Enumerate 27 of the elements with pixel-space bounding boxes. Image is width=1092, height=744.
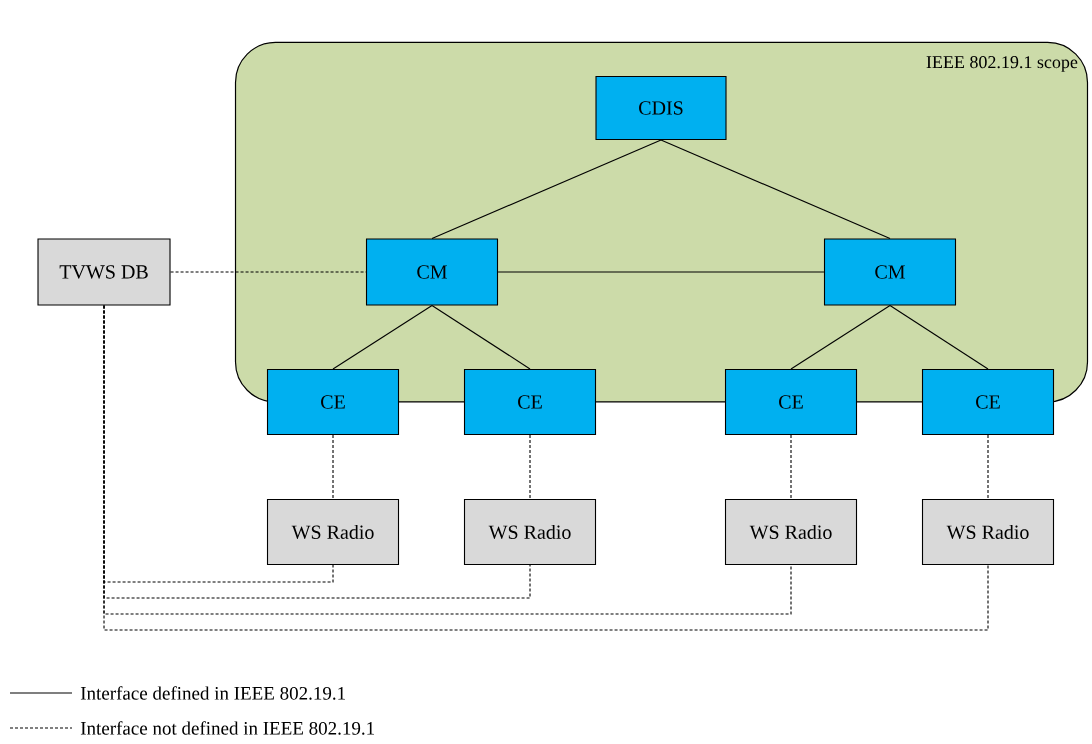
connector-line bbox=[987, 434, 989, 500]
connector-line bbox=[431, 139, 662, 239]
connector-line bbox=[660, 139, 891, 239]
cm-box: CM bbox=[365, 238, 499, 306]
cm-box: CM bbox=[823, 238, 957, 306]
connector-line bbox=[332, 305, 433, 370]
connector-line bbox=[790, 434, 792, 500]
legend-text: Interface defined in IEEE 802.19.1 bbox=[80, 686, 345, 700]
radio-box: WS Radio bbox=[463, 498, 597, 566]
ce-box: CE bbox=[463, 368, 597, 436]
database-box: TVWS DB bbox=[37, 238, 171, 306]
connector-line bbox=[889, 305, 989, 370]
connector-line bbox=[431, 305, 531, 370]
radio-box: WS Radio bbox=[266, 498, 400, 566]
legend-text: Interface not defined in IEEE 802.19.1 bbox=[80, 721, 374, 735]
connector-line bbox=[332, 434, 334, 500]
radio-box: WS Radio bbox=[921, 498, 1055, 566]
ce-box: CE bbox=[724, 368, 858, 436]
connector-line bbox=[170, 271, 367, 273]
connector-line bbox=[529, 434, 531, 500]
connector-line bbox=[103, 305, 989, 631]
ce-box: CE bbox=[266, 368, 400, 436]
radio-box: WS Radio bbox=[724, 498, 858, 566]
connector-line bbox=[790, 305, 891, 370]
ce-box: CE bbox=[921, 368, 1055, 436]
cdis-box: CDIS bbox=[595, 75, 727, 141]
connector-line bbox=[497, 271, 825, 273]
